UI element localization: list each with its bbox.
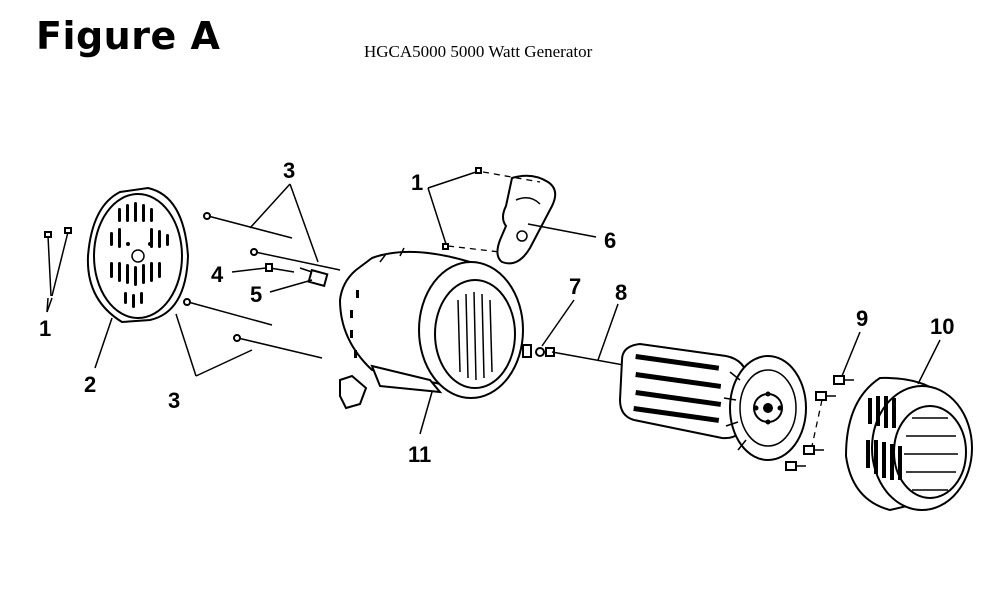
part-9-screws-right xyxy=(785,375,854,471)
part-4-screw xyxy=(265,263,295,273)
callout-9: 9 xyxy=(856,306,868,331)
part-2-end-cover xyxy=(86,186,190,324)
part-1-screws-left xyxy=(44,227,72,297)
callout-1-left: 1 xyxy=(39,316,51,341)
callout-7: 7 xyxy=(569,274,581,299)
model-title: HGCA5000 5000 Watt Generator xyxy=(364,42,593,61)
callout-11: 11 xyxy=(408,442,431,467)
leader-lines xyxy=(46,171,941,435)
callout-8: 8 xyxy=(615,280,627,305)
part-5-brush-holder xyxy=(299,267,329,288)
callout-10: 10 xyxy=(930,314,954,339)
callout-2: 2 xyxy=(84,372,96,397)
callout-4: 4 xyxy=(211,262,224,287)
callout-1-top: 1 xyxy=(411,170,423,195)
part-6-bracket-cover xyxy=(442,167,557,265)
callout-5: 5 xyxy=(250,282,262,307)
part-11-stator-housing xyxy=(338,247,524,410)
part-8-rotor xyxy=(551,342,807,461)
part-7-nut xyxy=(522,344,555,358)
callout-numbers: 1 2 3 3 4 5 1 6 7 8 9 10 11 xyxy=(39,158,954,467)
part-3-through-bolts xyxy=(183,212,341,359)
callout-6: 6 xyxy=(604,228,616,253)
callout-3-bottom: 3 xyxy=(168,388,180,413)
part-10-fan-cover xyxy=(844,376,973,512)
callout-3-top: 3 xyxy=(283,158,295,183)
figure-label: Figure A xyxy=(36,14,221,58)
